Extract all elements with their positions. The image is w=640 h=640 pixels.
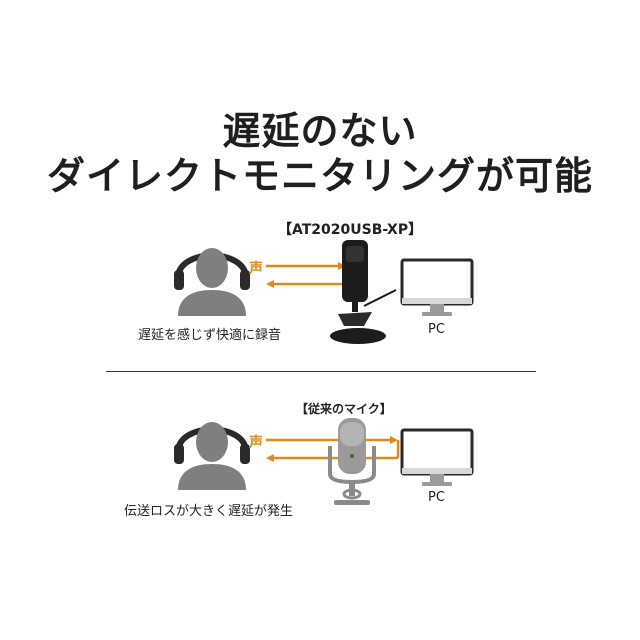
bottom-pc-label: PC xyxy=(428,490,445,505)
top-pc-label: PC xyxy=(428,322,445,337)
bottom-delayed-monitoring-arrow xyxy=(266,436,400,462)
top-caption: 遅延を感じず快適に録音 xyxy=(138,328,282,343)
section-divider xyxy=(106,371,536,372)
bottom-voice-label: 声 xyxy=(249,435,263,451)
top-voice-label: 声 xyxy=(249,261,263,277)
monitor-icon xyxy=(400,428,474,486)
headline-line-2: ダイレクトモニタリングが可能 xyxy=(46,154,593,198)
headline-line-1: 遅延のない xyxy=(222,109,418,153)
bottom-caption: 伝送ロスが大きく遅延が発生 xyxy=(124,504,294,519)
monitor-icon xyxy=(400,258,474,316)
bottom-product-label: 【従来のマイク】 xyxy=(296,402,392,416)
condenser-microphone-icon xyxy=(328,418,376,505)
person-headphones-icon xyxy=(174,248,250,316)
usb-microphone-icon xyxy=(330,240,397,344)
top-product-label: 【AT2020USB-XP】 xyxy=(278,222,423,238)
person-headphones-icon xyxy=(174,422,250,490)
